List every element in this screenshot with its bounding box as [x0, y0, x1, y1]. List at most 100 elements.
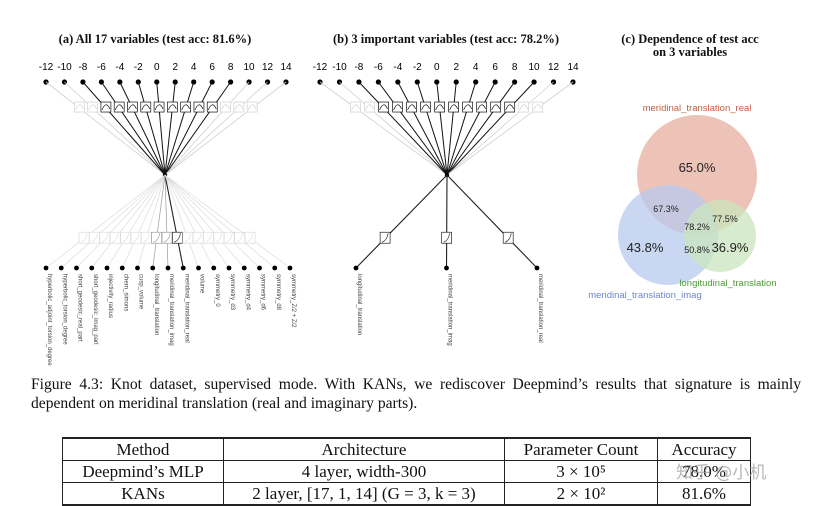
edge [445, 174, 448, 269]
activation-curve [477, 104, 486, 111]
tick-label: 14 [280, 62, 292, 73]
input-node [150, 265, 156, 271]
edge [164, 174, 169, 269]
activation-curve [112, 233, 119, 243]
tick-label: -2 [413, 62, 422, 73]
tick-label: 0 [434, 62, 440, 73]
activation-box [100, 101, 112, 113]
activation-curve [463, 104, 472, 111]
tick-label: 8 [512, 62, 518, 73]
venn-circle-long [684, 200, 756, 272]
activation-curve [234, 104, 244, 111]
edge [164, 174, 184, 269]
input-label: short_geodesic_imag_part [92, 274, 98, 345]
input-node [272, 265, 278, 271]
activation-box [153, 101, 165, 113]
edge [119, 81, 166, 176]
input-node [58, 265, 64, 271]
input-node [180, 265, 186, 271]
tick-label: -6 [374, 62, 383, 73]
activation-curve [505, 104, 515, 111]
activation-box [203, 231, 214, 244]
edge [106, 174, 166, 269]
activation-curve [122, 233, 129, 243]
activation-box [151, 231, 163, 244]
edge [446, 81, 574, 176]
activation-curve [163, 233, 171, 243]
activation-box [392, 101, 403, 113]
edge [121, 174, 166, 269]
input-node [287, 265, 293, 271]
activation-box [140, 101, 152, 113]
activation-box [89, 231, 100, 244]
edge [446, 174, 538, 269]
tick-label: 4 [191, 62, 197, 73]
cell-architecture: 2 layer, [17, 1, 14] (G = 3, k = 3) [223, 482, 505, 506]
input-label: symmetry_0 [214, 274, 220, 307]
activation-box [99, 231, 111, 244]
panel-c-title-line1: (c) Dependence of test acc [621, 32, 759, 46]
activation-box [379, 231, 391, 244]
activation-curve [519, 104, 529, 111]
tick-label: -8 [78, 62, 87, 73]
edge [156, 81, 166, 176]
input-label: longitudinal_translation [153, 274, 159, 335]
activation-curve [246, 233, 254, 243]
activation-box [127, 101, 138, 113]
input-label: symmetry_d8 [275, 274, 281, 311]
edge [164, 81, 268, 176]
edge [339, 81, 448, 176]
edge [436, 81, 448, 176]
tick-label: 12 [548, 62, 560, 73]
activation-curve [247, 104, 257, 111]
tick-label: 10 [244, 62, 256, 73]
output-node [135, 79, 141, 85]
header-parameter-count: Parameter Count [504, 437, 658, 461]
activation-box [434, 101, 445, 113]
edge [446, 81, 457, 176]
edge [446, 81, 477, 176]
edge [164, 81, 213, 176]
table-row: Deepmind’s MLP 4 layer, width-300 3 × 10… [62, 460, 751, 483]
activation-curve [443, 233, 451, 243]
activation-box [448, 101, 459, 113]
tick-label: 8 [228, 62, 234, 73]
input-node [196, 265, 201, 271]
activation-curve [80, 233, 88, 243]
edge [164, 81, 232, 176]
cell-params: 2 × 10² [504, 482, 658, 506]
cell-accuracy: 81.6% [657, 482, 751, 506]
activation-box [213, 231, 225, 244]
tick-label: 6 [492, 62, 498, 73]
edge [64, 81, 166, 176]
activation-curve [379, 104, 388, 111]
activation-box [78, 231, 90, 244]
activation-curve [184, 233, 192, 243]
activation-box [518, 101, 530, 113]
activation-box [502, 231, 514, 244]
edge [164, 174, 245, 269]
activation-box [113, 101, 125, 113]
cell-accuracy: 78.0% [657, 460, 751, 483]
venn-value-imag: 43.8% [627, 240, 664, 255]
activation-curve [74, 104, 84, 111]
edge [446, 81, 516, 176]
activation-curve [88, 104, 97, 111]
activation-box [364, 101, 375, 113]
activation-box [223, 231, 235, 244]
activation-curve [194, 104, 204, 111]
input-node [89, 265, 95, 271]
activation-curve [101, 104, 111, 111]
tick-label: -12 [313, 62, 328, 73]
activation-curve [132, 233, 140, 243]
activation-box [87, 101, 98, 113]
input-label: symmetry_Z/2 + Z/2 [290, 274, 296, 328]
activation-curve [226, 233, 233, 243]
edge [164, 174, 291, 269]
activation-curve [381, 233, 389, 243]
venn-circle-imag [618, 185, 718, 285]
tick-label: -6 [97, 62, 106, 73]
input-node [257, 265, 262, 271]
cell-method: Deepmind’s MLP [62, 460, 224, 483]
tick-label: 4 [473, 62, 479, 73]
